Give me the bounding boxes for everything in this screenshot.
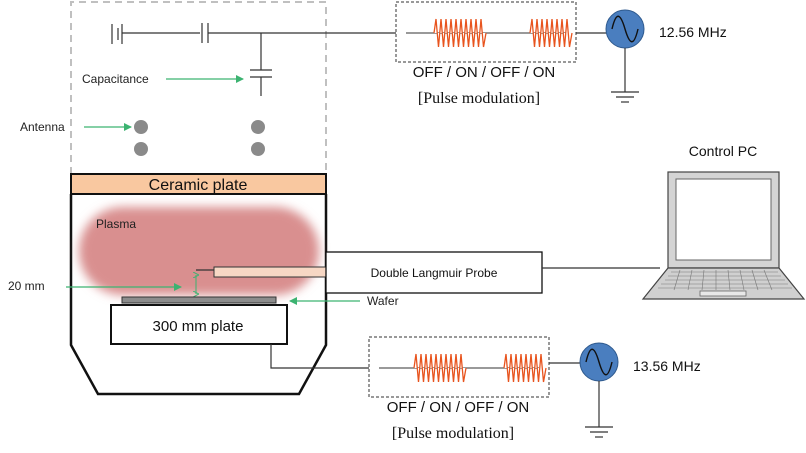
bottom-pulse-box — [368, 336, 550, 398]
capacitance-label: Capacitance — [82, 72, 149, 86]
bottom-pulse-wave-1 — [413, 353, 467, 383]
top-pulse-box — [395, 1, 577, 63]
control-pc-label: Control PC — [689, 143, 757, 159]
laptop-icon — [641, 171, 806, 300]
bottom-feed-line — [270, 344, 369, 369]
sine-wave-icon — [611, 15, 639, 43]
electrode-dots — [134, 120, 265, 156]
probe-box — [325, 251, 543, 294]
top-pulse-wave-2 — [529, 18, 573, 48]
matching-circuit — [111, 23, 396, 96]
chamber-wall — [69, 194, 328, 396]
top-mode-text: [Pulse modulation] — [418, 90, 540, 107]
ceramic-plate — [70, 173, 327, 195]
top-rf-source — [605, 9, 645, 103]
gap-label: 20 mm — [8, 279, 45, 293]
bottom-pulse-wave-2 — [503, 353, 547, 383]
probe-shaft — [196, 266, 327, 278]
wafer — [121, 296, 277, 304]
plasma-label: Plasma — [96, 217, 136, 231]
plate-label: 300 mm plate — [153, 318, 244, 335]
bottom-mode-text: [Pulse modulation] — [392, 425, 514, 442]
ground-icon — [585, 426, 613, 438]
top-frequency-label: 12.56 MHz — [659, 24, 727, 40]
wafer-label: Wafer — [367, 294, 399, 308]
ground-icon — [611, 91, 639, 103]
bottom-frequency-label: 13.56 MHz — [633, 358, 701, 374]
antenna-label: Antenna — [20, 120, 65, 134]
antenna-housing — [70, 1, 327, 174]
probe-label: Double Langmuir Probe — [371, 266, 498, 280]
bottom-sequence-text: OFF / ON / OFF / ON — [387, 399, 530, 416]
top-sequence-text: OFF / ON / OFF / ON — [413, 64, 556, 81]
ceramic-plate-label: Ceramic plate — [149, 177, 248, 194]
top-pulse-wave-1 — [433, 18, 487, 48]
substrate-plate — [110, 304, 288, 345]
bottom-rf-source — [579, 342, 619, 438]
sine-wave-icon — [585, 348, 613, 376]
